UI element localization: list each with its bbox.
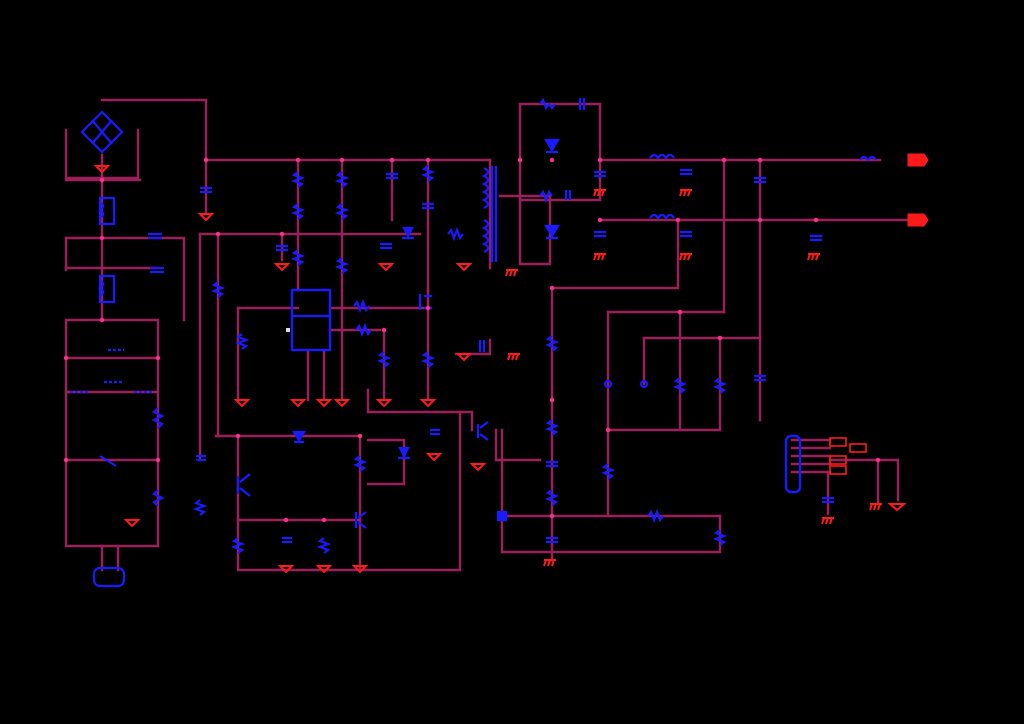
junction-dots [63, 157, 881, 523]
bridge-rectifier-symbol [80, 110, 124, 154]
main-transformer-symbol [481, 166, 498, 262]
controller-ic-symbol [290, 288, 332, 352]
common-mode-choke-2 [98, 274, 116, 304]
input-connector-symbol [92, 566, 126, 588]
common-mode-choke-1 [98, 196, 116, 226]
ground-symbols [93, 165, 907, 574]
output-connector-symbol [784, 434, 802, 494]
component-symbols [70, 97, 929, 588]
